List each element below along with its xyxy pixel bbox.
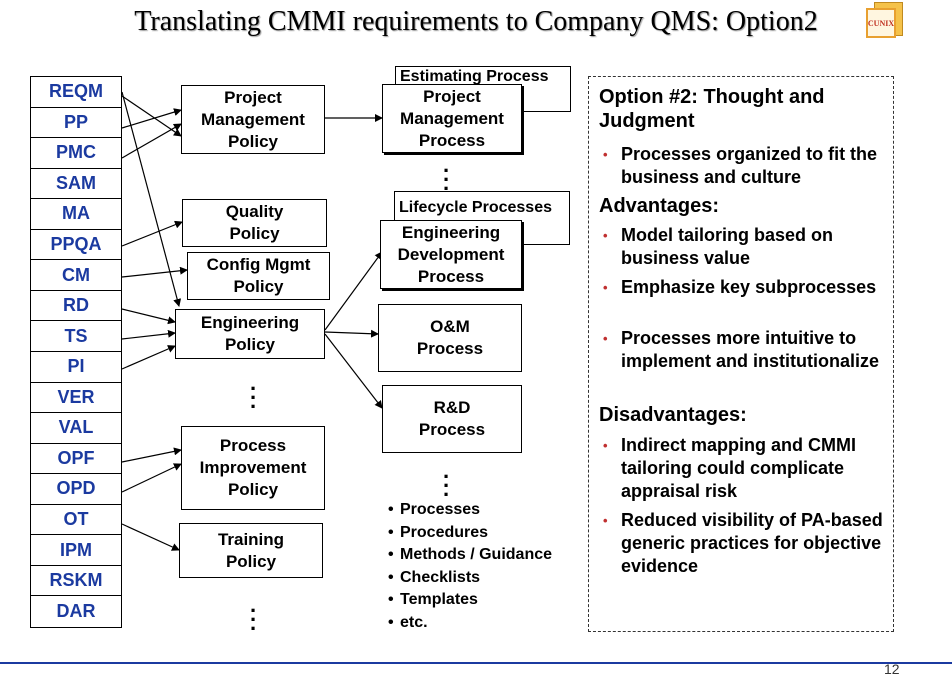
process-area-ppqa: PPQA [31, 230, 121, 261]
process-area-sam: SAM [31, 169, 121, 200]
arrow-cm-to-config-policy [121, 266, 188, 278]
arrow-eng-to-dev-process [324, 251, 383, 331]
training-policy-box: Training Policy [179, 523, 323, 578]
engineering-development-process-box: Engineering Development Process [380, 220, 522, 289]
process-area-val: VAL [31, 413, 121, 444]
artifact-item: Checklists [388, 567, 552, 590]
process-area-ma: MA [31, 199, 121, 230]
arrow-opf-to-pi-policy [121, 447, 182, 463]
artifact-item: etc. [388, 612, 552, 635]
process-area-opf: OPF [31, 444, 121, 475]
arrow-ts-to-eng-policy [121, 329, 176, 340]
advantage-bullet: • Emphasize key subprocesses [603, 277, 877, 297]
ellipsis-processes-top: . . . [442, 152, 450, 195]
artifact-item: Processes [388, 499, 552, 522]
arrow-pi-to-eng-policy [121, 345, 176, 370]
process-area-pp: PP [31, 108, 121, 139]
arrow-ppqa-to-quality-policy [121, 220, 183, 247]
logo-label: CUNIX [866, 8, 896, 38]
process-area-ipm: IPM [31, 535, 121, 566]
process-area-rskm: RSKM [31, 566, 121, 597]
advantage-bullet: • Model tailoring based on business valu… [603, 225, 834, 268]
bullet-dot: • [603, 438, 608, 453]
footer-rule [0, 662, 952, 664]
artifact-item: Templates [388, 589, 552, 612]
artifact-list: ProcessesProceduresMethods / GuidanceChe… [388, 499, 552, 634]
disadvantage-bullet: • Indirect mapping and CMMI tailoring co… [603, 435, 857, 501]
om-process-box: O&M Process [378, 304, 522, 372]
arrow-opd-to-pi-policy [121, 463, 182, 493]
process-area-pi: PI [31, 352, 121, 383]
artifact-item: Methods / Guidance [388, 544, 552, 567]
process-area-dar: DAR [56, 601, 96, 622]
arrow-reqm-to-pm-policy [121, 95, 182, 137]
quality-policy-box: Quality Policy [182, 199, 327, 247]
arrow-pmc-to-pm-policy [121, 123, 182, 159]
bullet-dot: • [603, 228, 608, 243]
process-area-ts: TS [31, 321, 121, 352]
advantage-bullet: • Processes more intuitive to implement … [603, 328, 880, 371]
project-management-process-box: Project Management Process [382, 84, 522, 153]
config-mgmt-policy-box: Config Mgmt Policy [187, 252, 330, 300]
ellipsis-policies-middle: . . . [249, 370, 257, 413]
process-area-rd: RD [31, 291, 121, 322]
arrow-rd-to-eng-policy [121, 308, 176, 325]
option-2-panel: Option #2: Thought and Judgment • Proces… [588, 76, 894, 632]
arrow-ot-to-training-policy [121, 523, 180, 551]
disadvantages-heading: Disadvantages: [599, 404, 747, 426]
arrow-eng-to-rd-process [324, 333, 383, 409]
advantages-heading: Advantages: [599, 195, 720, 217]
intro-bullet: • Processes organized to fit the busines… [603, 144, 878, 187]
engineering-policy-box: Engineering Policy [175, 309, 325, 359]
process-area-cm: CM [31, 260, 121, 291]
arrow-eng-to-om-process [324, 329, 379, 338]
disadvantage-bullet: • Reduced visibility of PA-based generic… [603, 510, 883, 576]
arrow-pp-to-pm-policy [121, 108, 182, 129]
slide-title: Translating CMMI requirements to Company… [134, 6, 818, 37]
rd-process-box: R&D Process [382, 385, 522, 453]
company-logo: CUNIX [866, 2, 903, 42]
bullet-dot: • [603, 147, 608, 162]
bullet-dot: • [603, 280, 608, 295]
option-heading: Option #2: Thought and Judgment [599, 86, 825, 132]
page-number: 12 [884, 661, 900, 677]
artifact-item: Procedures [388, 522, 552, 545]
arrow-reqm-to-eng-policy [121, 91, 182, 307]
ellipsis-policies-bottom: . . . [249, 592, 257, 635]
bullet-dot: • [603, 513, 608, 528]
process-area-reqm: REQM [31, 77, 121, 108]
process-area-ot: OT [31, 505, 121, 536]
project-management-policy-box: Project Management Policy [181, 85, 325, 154]
process-area-opd: OPD [31, 474, 121, 505]
bullet-dot: • [603, 331, 608, 346]
process-area-pmc: PMC [31, 138, 121, 169]
process-area-ver: VER [31, 383, 121, 414]
ellipsis-processes-bottom: . . . [442, 458, 450, 501]
process-improvement-policy-box: Process Improvement Policy [181, 426, 325, 510]
